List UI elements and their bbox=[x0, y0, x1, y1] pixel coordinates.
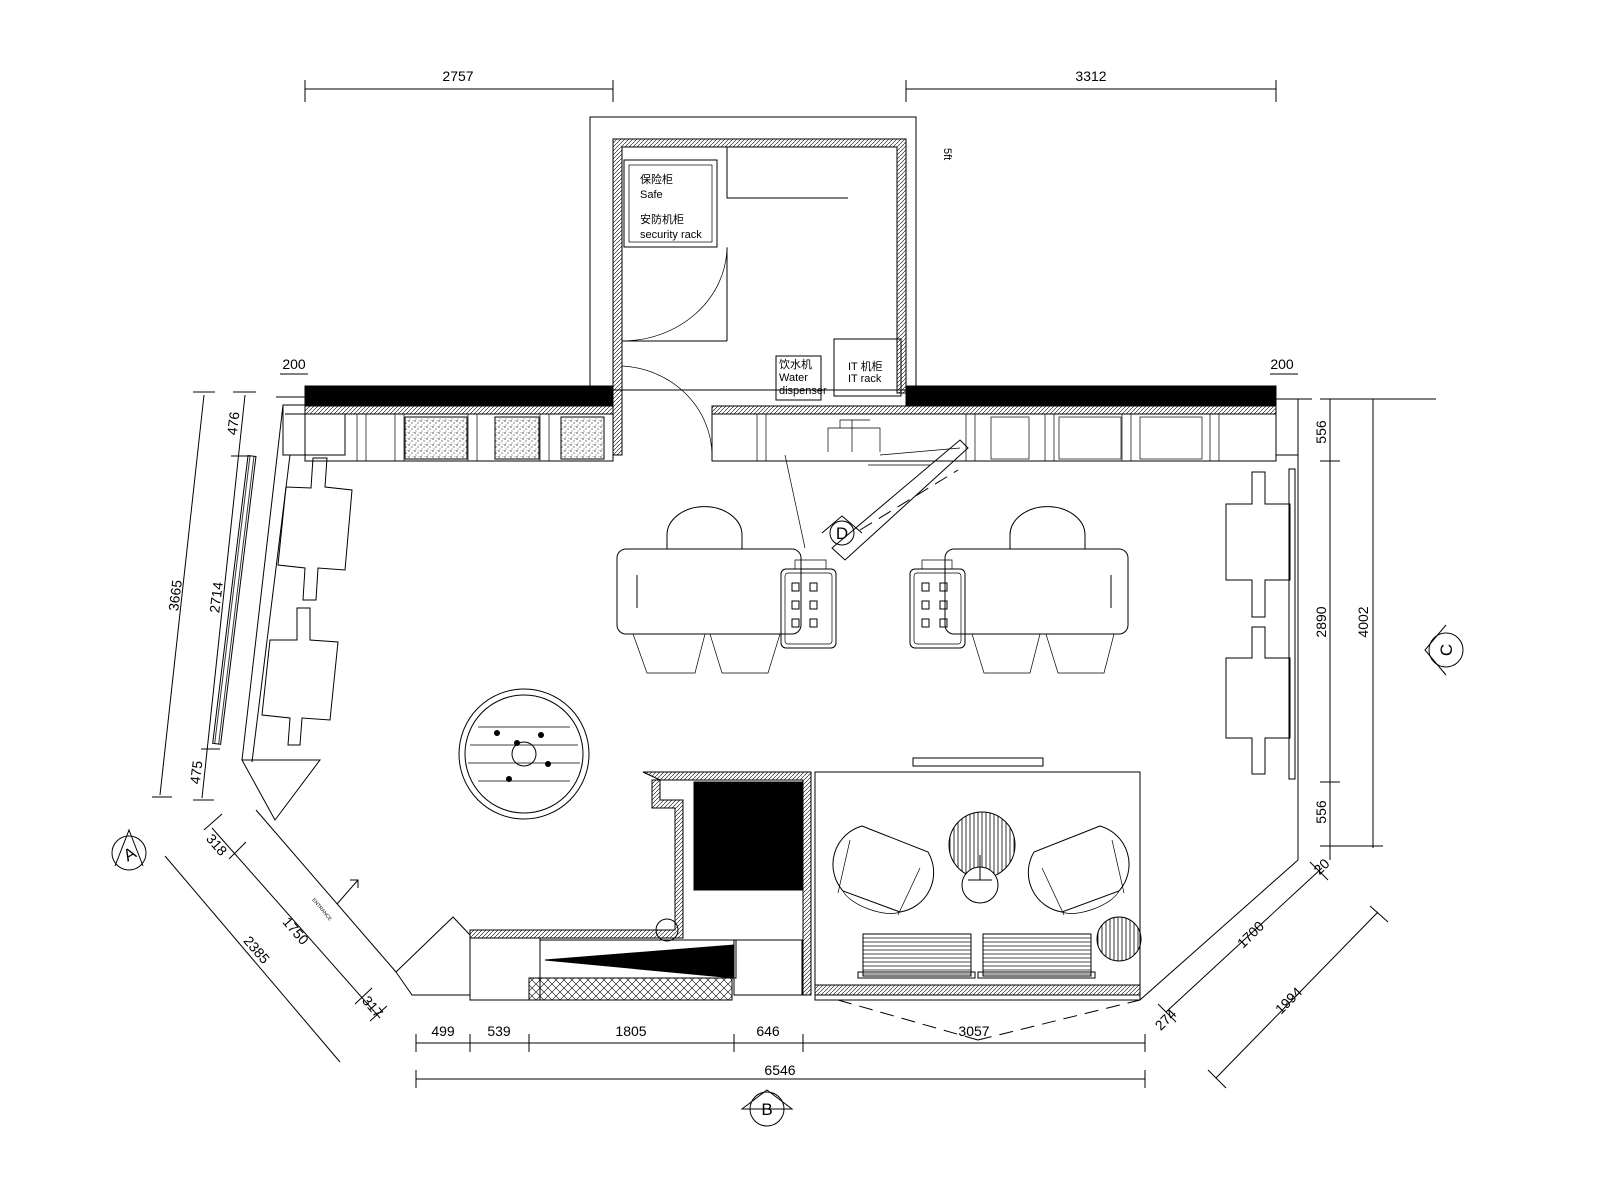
entrance-marker: ENTRANCE bbox=[310, 879, 359, 923]
dim-left-total-text: 3665 bbox=[165, 579, 185, 612]
security-label-en: security rack bbox=[640, 229, 702, 241]
section-tag-d-text: D bbox=[836, 524, 848, 543]
security-label-cn: 安防机柜 bbox=[640, 212, 684, 226]
entrance-arrow-icon bbox=[336, 879, 359, 905]
door-swing-lower bbox=[621, 365, 713, 456]
dim-bottom: 499 539 1805 646 3057 6546 bbox=[415, 1023, 1146, 1088]
water-label-en2: dispenser bbox=[779, 385, 827, 397]
central-partition bbox=[469, 771, 812, 1001]
section-tag-b: B bbox=[740, 1089, 794, 1127]
dim-right-mid-text: 2890 bbox=[1313, 606, 1329, 637]
lounge-area bbox=[814, 757, 1142, 1001]
back-room: 保险柜 Safe 安防机柜 security rack 饮水机 Water di… bbox=[589, 116, 953, 456]
dim-left-bot-text: 475 bbox=[187, 760, 206, 785]
dim-diag-right-a-text: 20 bbox=[1310, 855, 1332, 877]
table-right bbox=[909, 506, 1129, 674]
door-swing-upper bbox=[621, 246, 728, 342]
dim-top-left: 2757 bbox=[304, 68, 614, 102]
counter-hatch bbox=[528, 977, 733, 1001]
dim-top-right: 3312 bbox=[905, 68, 1277, 102]
dim-diag-left-b-text: 1750 bbox=[280, 914, 313, 948]
water-label-cn: 饮水机 bbox=[779, 357, 812, 371]
dark-block bbox=[693, 781, 803, 891]
dim-bottom-4-text: 646 bbox=[756, 1023, 780, 1039]
water-dispenser bbox=[775, 355, 822, 401]
safe-label-cn: 保险柜 bbox=[640, 172, 673, 186]
section-tag-a-text: A bbox=[120, 843, 140, 865]
corner-note: 5ft bbox=[941, 148, 953, 160]
dim-wall-right: 200 bbox=[1270, 356, 1294, 372]
section-tag-d: D bbox=[821, 515, 863, 546]
dim-right-bot-text: 556 bbox=[1313, 800, 1329, 824]
section-tag-c-text: C bbox=[1437, 644, 1456, 656]
dim-diag-left: 318 1750 317 2385 bbox=[164, 813, 388, 1063]
dim-diag-left-a-text: 318 bbox=[203, 831, 231, 859]
round-display-table bbox=[458, 688, 590, 820]
dim-diag-right-total-text: 1994 bbox=[1272, 984, 1305, 1017]
section-tag-b-text: B bbox=[761, 1100, 772, 1119]
it-label-en: IT rack bbox=[848, 373, 882, 385]
outer-boundary bbox=[212, 404, 1299, 1041]
water-label-en: Water bbox=[779, 372, 808, 384]
display-niche-2 bbox=[494, 416, 540, 460]
entrance-label: ENTRANCE bbox=[310, 897, 333, 922]
dim-diag-right-c-text: 274 bbox=[1152, 1005, 1180, 1033]
dim-bottom-5-text: 3057 bbox=[958, 1023, 989, 1039]
dim-left-top-text: 476 bbox=[224, 411, 243, 436]
display-niche-1 bbox=[404, 416, 468, 460]
dim-diag-right: 20 1700 274 1994 bbox=[1152, 855, 1389, 1089]
dim-right: 556 2890 4002 556 bbox=[1298, 398, 1436, 860]
left-shelving bbox=[261, 457, 353, 746]
dim-bottom-2-text: 539 bbox=[487, 1023, 511, 1039]
section-tag-a: A bbox=[111, 828, 147, 871]
dim-bottom-3-text: 1805 bbox=[615, 1023, 646, 1039]
diagonal-door bbox=[784, 439, 969, 561]
dim-bottom-1-text: 499 bbox=[431, 1023, 455, 1039]
left-glass-facade bbox=[212, 454, 257, 745]
it-rack bbox=[833, 338, 902, 397]
safe-label-en: Safe bbox=[640, 189, 663, 201]
section-tag-c: C bbox=[1424, 624, 1464, 676]
north-wall: 200 200 bbox=[276, 356, 1299, 466]
dim-top-right-text: 3312 bbox=[1075, 68, 1106, 84]
dim-left: 476 2714 3665 475 bbox=[152, 391, 256, 801]
it-label-cn: IT 机柜 bbox=[848, 359, 883, 373]
dim-wall-left: 200 bbox=[282, 356, 306, 372]
table-left bbox=[616, 506, 837, 674]
dim-diag-left-total-text: 2385 bbox=[241, 933, 274, 967]
dim-right-total-text: 4002 bbox=[1355, 606, 1371, 637]
left-upper-cabinet bbox=[285, 413, 346, 456]
display-niche-3 bbox=[560, 416, 605, 460]
dim-bottom-total-text: 6546 bbox=[764, 1062, 795, 1078]
dim-top-left-text: 2757 bbox=[442, 68, 473, 84]
right-shelving bbox=[1225, 471, 1291, 775]
dim-right-top-text: 556 bbox=[1313, 420, 1329, 444]
dim-left-mid-text: 2714 bbox=[206, 581, 226, 614]
safe-cabinet bbox=[623, 159, 718, 248]
